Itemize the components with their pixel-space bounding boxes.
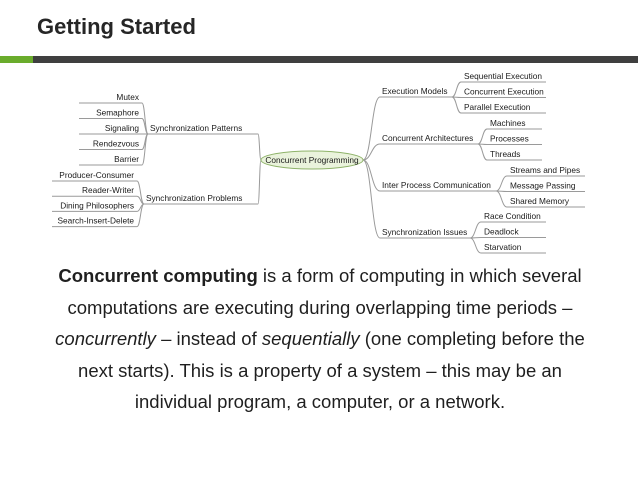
branch-execution-models: Execution Models — [382, 86, 448, 96]
leaf-sequential-execution: Sequential Execution — [464, 71, 542, 81]
paragraph-text-3: (one completing before the next starts).… — [78, 328, 585, 412]
leaf-rendezvous: Rendezvous — [93, 139, 139, 149]
branch-synchronization-patterns: Synchronization Patterns — [150, 123, 242, 133]
emphasis-concurrently: concurrently — [55, 328, 156, 349]
term-concurrent-computing: Concurrent computing — [58, 265, 258, 286]
leaf-processes: Processes — [490, 134, 529, 144]
leaf-threads: Threads — [490, 149, 520, 159]
leaf-reader-writer: Reader-Writer — [82, 185, 134, 195]
leaf-shared-memory: Shared Memory — [510, 196, 570, 206]
leaf-message-passing: Message Passing — [510, 181, 576, 191]
leaf-race-condition: Race Condition — [484, 211, 541, 221]
leaf-starvation: Starvation — [484, 242, 522, 252]
branch-inter-process-communication: Inter Process Communication — [382, 180, 491, 190]
leaf-deadlock: Deadlock — [484, 227, 519, 237]
paragraph-text-2: – instead of — [155, 328, 262, 349]
leaf-barrier: Barrier — [114, 154, 139, 164]
leaf-streams-and-pipes: Streams and Pipes — [510, 165, 580, 175]
center-node-label: Concurrent Programming — [265, 155, 359, 165]
leaf-search-insert-delete: Search-Insert-Delete — [57, 216, 134, 226]
accent-bar — [0, 56, 33, 63]
branch-concurrent-architectures: Concurrent Architectures — [382, 133, 473, 143]
emphasis-sequentially: sequentially — [261, 328, 360, 349]
paragraph-text-1: is a form of computing in which several … — [67, 265, 582, 318]
branch-synchronization-issues: Synchronization Issues — [382, 227, 467, 237]
mindmap-diagram: Concurrent Programming Synchronization P… — [52, 71, 585, 254]
leaf-semaphore: Semaphore — [96, 108, 139, 118]
header-rule — [33, 56, 638, 63]
leaf-dining-philosophers: Dining Philosophers — [60, 200, 134, 210]
center-node — [260, 150, 364, 170]
leaf-concurrent-execution: Concurrent Execution — [464, 87, 544, 97]
leaf-signaling: Signaling — [105, 123, 140, 133]
leaf-mutex: Mutex — [116, 92, 139, 102]
leaf-machines: Machines — [490, 118, 526, 128]
leaf-parallel-execution: Parallel Execution — [464, 102, 531, 112]
branch-synchronization-problems: Synchronization Problems — [146, 193, 242, 203]
description-paragraph: Concurrent computing is a form of comput… — [40, 260, 600, 418]
slide-title: Getting Started — [37, 14, 196, 39]
leaf-producer-consumer: Producer-Consumer — [59, 170, 134, 180]
